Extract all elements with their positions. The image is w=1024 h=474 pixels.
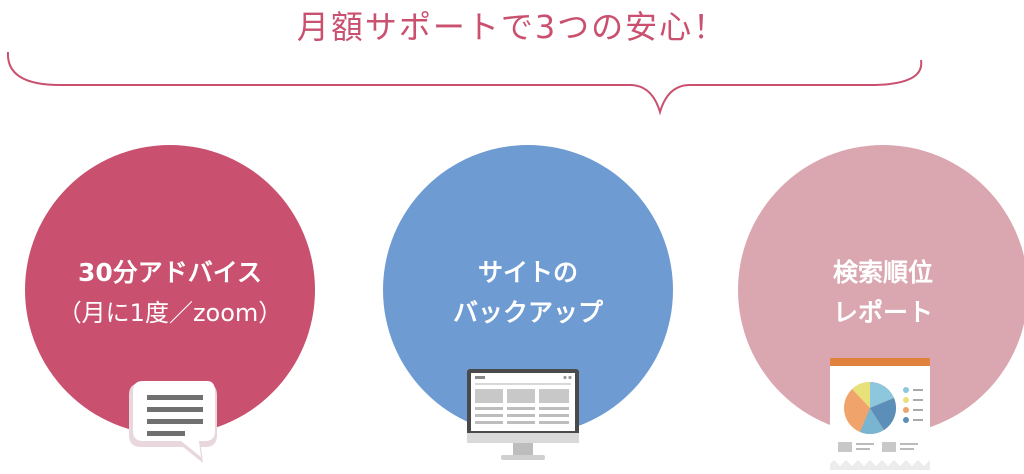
feature-label: サイトの バックアップ <box>383 253 673 333</box>
report-chart-icon <box>830 358 930 470</box>
speech-bubble-outline <box>6 51 923 116</box>
feature-label: 30分アドバイス （月に1度／zoom） <box>25 253 315 333</box>
feature-circle-backup: サイトの バックアップ <box>383 145 673 460</box>
page-title: 月額サポートで3つの安心！ <box>296 8 728 46</box>
feature-label: 検索順位 レポート <box>738 253 1024 333</box>
feature-label-line1: サイトの <box>477 258 578 287</box>
monitor-icon <box>467 369 579 460</box>
feature-label-line2: レポート <box>832 298 933 327</box>
chat-bubble-icon <box>129 381 217 463</box>
feature-label-line2: （月に1度／zoom） <box>57 299 283 327</box>
feature-circle-advice: 30分アドバイス （月に1度／zoom） <box>25 145 315 463</box>
feature-label-line1: 検索順位 <box>832 258 933 287</box>
feature-label-line1: 30分アドバイス <box>77 258 263 287</box>
feature-label-line2: バックアップ <box>452 298 603 327</box>
feature-circle-report: 検索順位 レポート <box>738 145 1024 470</box>
